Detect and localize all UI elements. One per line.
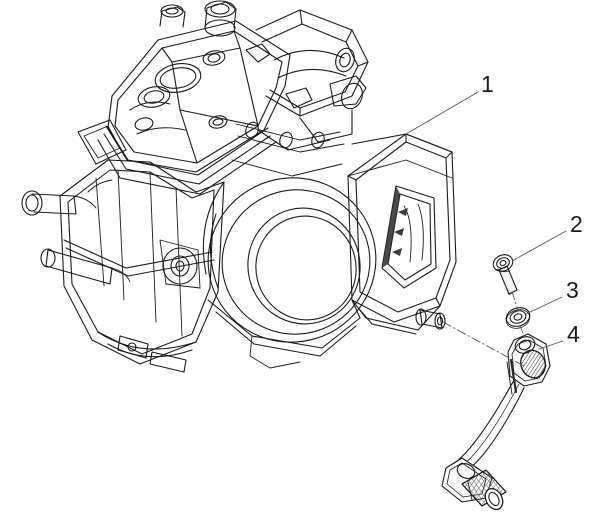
callout-number-1: 1 bbox=[481, 71, 494, 97]
engine-assembly-outline bbox=[21, 0, 567, 510]
upper-linkage bbox=[231, 121, 345, 177]
callout-number-4: 4 bbox=[567, 321, 580, 347]
shift-shaft-stub bbox=[415, 308, 446, 330]
washer bbox=[505, 307, 531, 329]
leader-line-2 bbox=[511, 230, 567, 262]
callout-number-2: 2 bbox=[570, 211, 583, 237]
cylinder-block bbox=[255, 9, 369, 117]
leader-line-4 bbox=[538, 340, 564, 350]
leader-line-3 bbox=[525, 296, 563, 315]
callout-leader-lines bbox=[405, 91, 567, 350]
left-outlet-stub bbox=[21, 190, 97, 216]
oil-filler-neck bbox=[159, 0, 237, 37]
cylinder-head-cover bbox=[107, 20, 291, 173]
case-bosses bbox=[40, 239, 201, 289]
lower-right-case bbox=[207, 299, 361, 369]
leader-line-1 bbox=[405, 91, 479, 135]
gear-shift-lever bbox=[441, 333, 551, 510]
cam-cover-bosses bbox=[134, 50, 228, 131]
mount-lugs bbox=[117, 335, 187, 373]
callout-number-3: 3 bbox=[566, 277, 579, 303]
clutch-cover bbox=[202, 177, 377, 343]
pinch-bolt bbox=[492, 254, 518, 295]
intake-manifold bbox=[257, 47, 367, 151]
crankcase bbox=[59, 159, 225, 365]
assembly-centerline bbox=[442, 291, 527, 367]
head-brackets bbox=[245, 43, 313, 109]
head-joint-band bbox=[97, 125, 277, 195]
upper-left-plate bbox=[77, 119, 127, 165]
